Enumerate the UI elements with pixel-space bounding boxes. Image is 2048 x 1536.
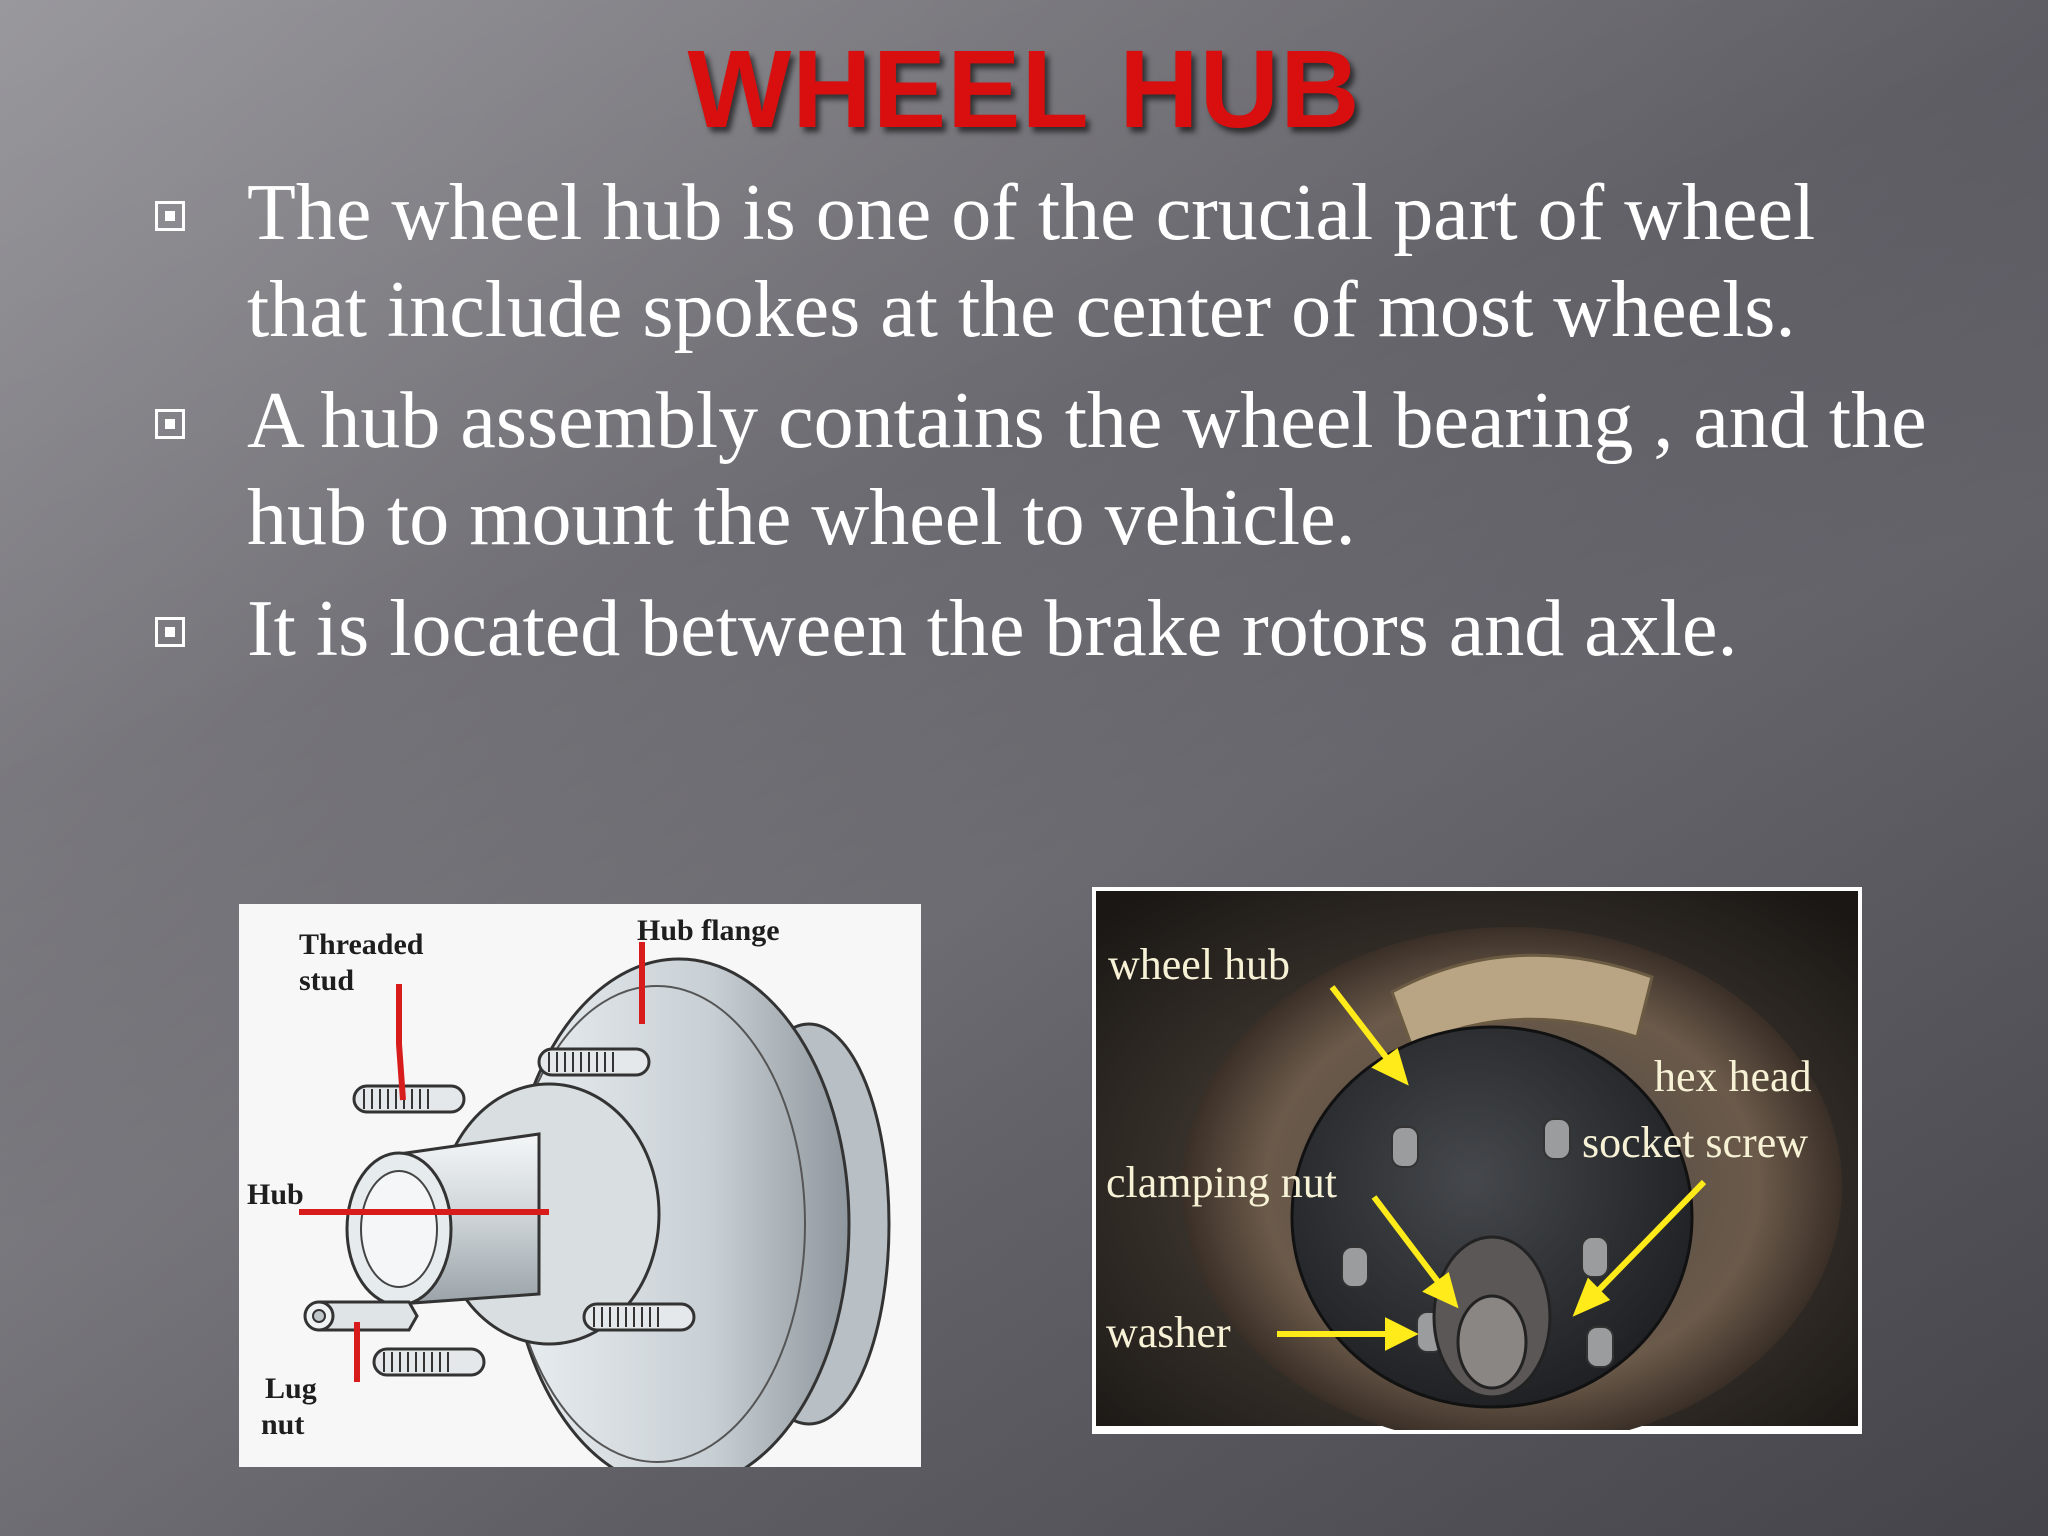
annotation-arrows: [1277, 985, 1707, 1351]
label-wheel-hub: wheel hub: [1108, 940, 1290, 989]
label-hub-flange: Hub flange: [637, 914, 780, 947]
photo-frame: [1092, 887, 1862, 1434]
label-threaded-stud-2: stud: [299, 964, 354, 997]
leader-lines: [299, 942, 645, 1382]
label-threaded-stud-1: Threaded: [299, 928, 424, 961]
hub-bore: [360, 1170, 438, 1288]
hub-diagram-drawing: Threaded stud Hub flange Hub Lug nut: [247, 914, 891, 1467]
bullet-item: The wheel hub is one of the crucial part…: [155, 165, 1955, 359]
leader-threaded-stud: [396, 984, 406, 1101]
bullet-marker-icon: [155, 409, 185, 439]
label-hex-head-2: socket screw: [1582, 1118, 1808, 1167]
bullet-text: The wheel hub is one of the crucial part…: [247, 169, 1816, 354]
bullet-item: A hub assembly contains the wheel bearin…: [155, 373, 1955, 567]
bullet-item: It is located between the brake rotors a…: [155, 581, 1955, 678]
label-hex-head-1: hex head: [1654, 1052, 1812, 1101]
bullet-list: The wheel hub is one of the crucial part…: [155, 165, 1955, 692]
label-lug-nut-2: nut: [261, 1408, 304, 1441]
hub-diagram: Threaded stud Hub flange Hub Lug nut: [239, 904, 921, 1467]
bullet-text: It is located between the brake rotors a…: [247, 585, 1738, 673]
bullet-marker-icon: [155, 201, 185, 231]
brake-shoe: [1390, 953, 1654, 1050]
stud-upper-left: [352, 1084, 466, 1114]
lug-nut-shape: [303, 1300, 419, 1332]
stud-lower-right: [582, 1302, 696, 1332]
hub-photo-drawing: wheel hub hex head socket screw clamping…: [1092, 887, 1862, 1434]
label-clamping-nut: clamping nut: [1106, 1158, 1337, 1207]
stud-lower-left: [372, 1347, 486, 1377]
label-lug-nut-1: Lug: [265, 1372, 317, 1405]
clamping-nut-shape: [1456, 1294, 1528, 1390]
bullet-text: A hub assembly contains the wheel bearin…: [247, 377, 1927, 562]
slide-title: WHEEL HUB: [687, 28, 1361, 151]
stud-top: [537, 1047, 651, 1077]
hub-photo: wheel hub hex head socket screw clamping…: [1092, 887, 1862, 1434]
label-washer: washer: [1106, 1308, 1231, 1357]
label-hub: Hub: [247, 1178, 304, 1211]
hub-disc: [1290, 1025, 1694, 1409]
bullet-marker-icon: [155, 617, 185, 647]
